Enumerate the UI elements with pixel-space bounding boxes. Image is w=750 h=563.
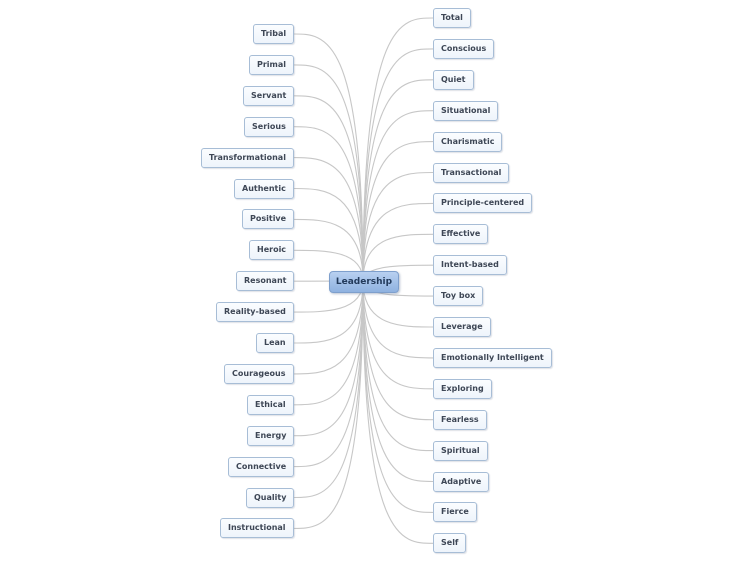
connector-tribal bbox=[293, 33, 364, 282]
connector-instructional bbox=[293, 280, 364, 529]
topic-node-emotionally-intelligent[interactable]: Emotionally Intelligent bbox=[433, 347, 552, 368]
connector-conscious bbox=[362, 48, 434, 282]
topic-node-total[interactable]: Total bbox=[433, 8, 471, 28]
connector-self bbox=[362, 280, 434, 544]
topic-node-transformational[interactable]: Transformational bbox=[201, 147, 294, 168]
topic-node-transactional[interactable]: Transactional bbox=[433, 162, 510, 183]
connector-spiritual bbox=[362, 280, 434, 452]
connector-adaptive bbox=[362, 280, 434, 483]
topic-node-situational[interactable]: Situational bbox=[433, 100, 499, 121]
topic-node-self[interactable]: Self bbox=[433, 533, 467, 554]
connector-fearless bbox=[362, 280, 434, 421]
connector-principle-centered bbox=[362, 202, 434, 282]
topic-node-energy[interactable]: Energy bbox=[247, 425, 295, 446]
topic-node-servant[interactable]: Servant bbox=[243, 85, 295, 106]
connector-courageous bbox=[293, 280, 364, 375]
topic-node-adaptive[interactable]: Adaptive bbox=[433, 471, 490, 492]
connector-total bbox=[362, 17, 434, 282]
topic-node-resonant[interactable]: Resonant bbox=[236, 271, 295, 292]
topic-node-instructional[interactable]: Instructional bbox=[220, 518, 294, 539]
connector-charismatic bbox=[362, 141, 434, 282]
topic-node-ethical[interactable]: Ethical bbox=[247, 394, 294, 415]
topic-node-spiritual[interactable]: Spiritual bbox=[433, 440, 488, 461]
central-topic[interactable]: Leadership bbox=[329, 271, 399, 293]
topic-node-fierce[interactable]: Fierce bbox=[433, 502, 477, 523]
connector-quiet bbox=[362, 79, 434, 282]
connector-leverage bbox=[362, 280, 434, 328]
connector-servant bbox=[293, 95, 364, 282]
topic-node-quality[interactable]: Quality bbox=[246, 487, 295, 508]
topic-node-conscious[interactable]: Conscious bbox=[433, 38, 495, 59]
connector-authentic bbox=[293, 187, 364, 282]
connector-effective bbox=[362, 233, 434, 282]
connector-positive bbox=[293, 218, 364, 282]
topic-node-quiet[interactable]: Quiet bbox=[433, 69, 474, 90]
topic-node-connective[interactable]: Connective bbox=[228, 456, 295, 477]
connector-lean bbox=[293, 280, 364, 344]
topic-node-charismatic[interactable]: Charismatic bbox=[433, 131, 503, 152]
connector-emotionally-intelligent bbox=[362, 280, 434, 359]
connector-transactional bbox=[362, 171, 434, 282]
topic-node-toy-box[interactable]: Toy box bbox=[433, 286, 484, 307]
topic-node-intent-based[interactable]: Intent-based bbox=[433, 255, 507, 276]
topic-node-effective[interactable]: Effective bbox=[433, 224, 489, 245]
topic-node-heroic[interactable]: Heroic bbox=[249, 240, 295, 261]
connector-ethical bbox=[293, 280, 364, 406]
topic-node-reality-based[interactable]: Reality-based bbox=[216, 302, 294, 323]
topic-node-exploring[interactable]: Exploring bbox=[433, 378, 492, 399]
connector-situational bbox=[362, 110, 434, 282]
topic-node-tribal[interactable]: Tribal bbox=[253, 24, 295, 44]
connector-transformational bbox=[293, 157, 364, 282]
connector-energy bbox=[293, 280, 364, 437]
connector-serious bbox=[293, 126, 364, 282]
topic-node-leverage[interactable]: Leverage bbox=[433, 317, 491, 337]
topic-node-principle-centered[interactable]: Principle-centered bbox=[433, 193, 533, 214]
topic-node-positive[interactable]: Positive bbox=[242, 209, 295, 230]
topic-node-authentic[interactable]: Authentic bbox=[234, 178, 294, 199]
connector-primal bbox=[293, 64, 364, 282]
topic-node-serious[interactable]: Serious bbox=[244, 116, 294, 137]
topic-node-lean[interactable]: Lean bbox=[256, 333, 294, 353]
connector-exploring bbox=[362, 280, 434, 390]
topic-node-fearless[interactable]: Fearless bbox=[433, 409, 487, 430]
topic-node-courageous[interactable]: Courageous bbox=[224, 363, 294, 384]
topic-node-primal[interactable]: Primal bbox=[249, 54, 295, 75]
